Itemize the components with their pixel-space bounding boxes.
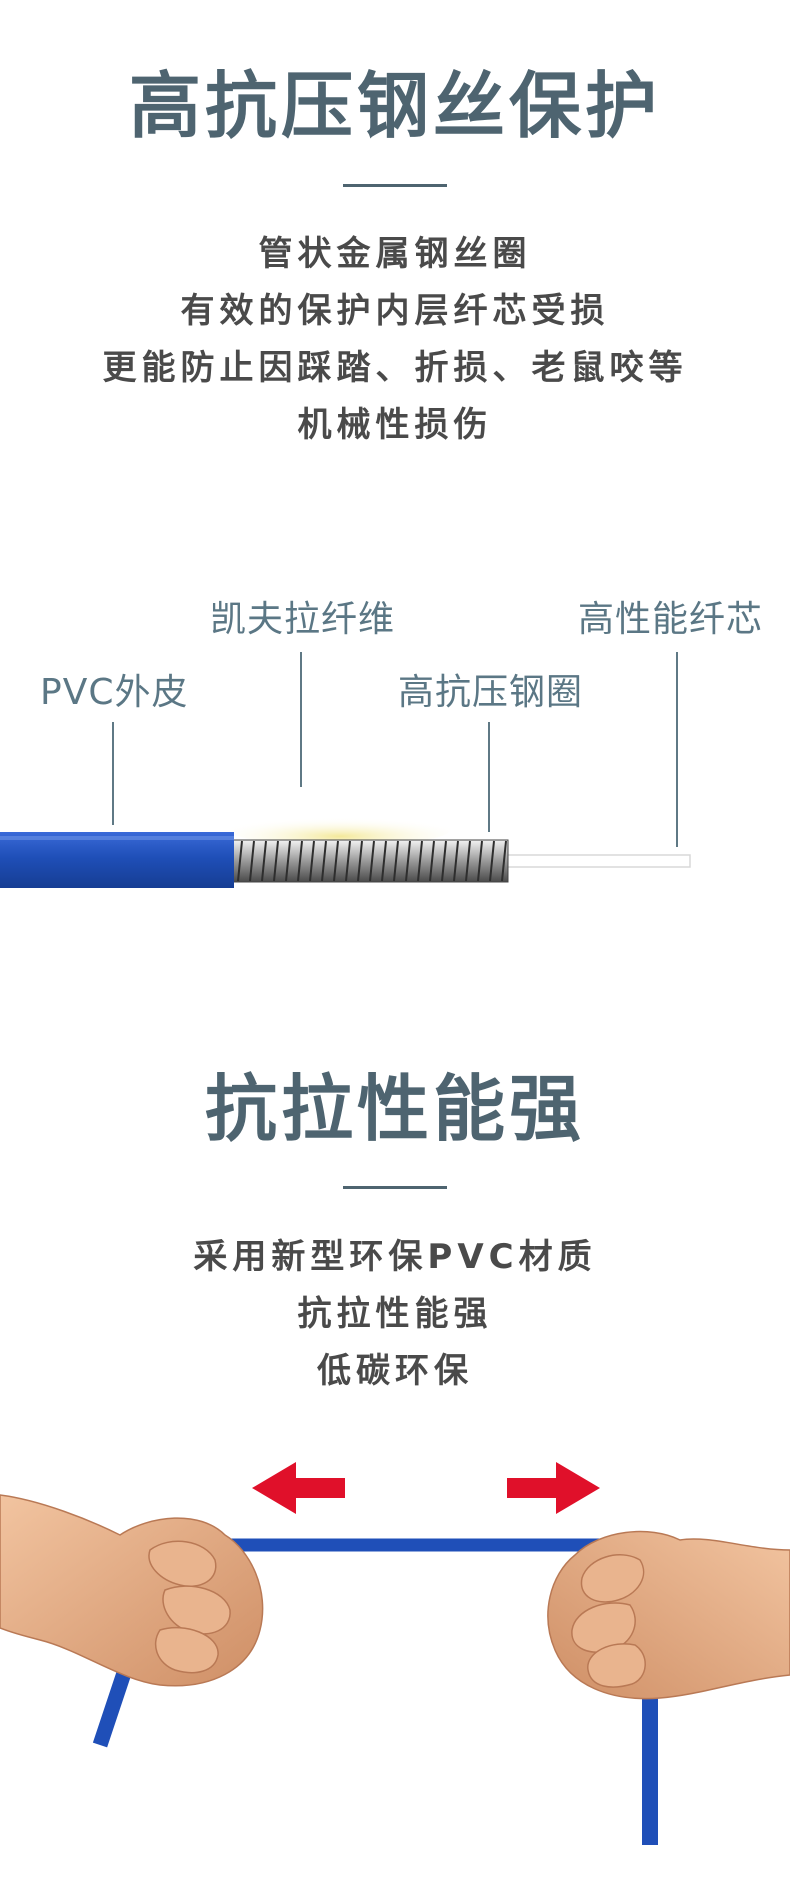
description-line: 采用新型环保PVC材质 xyxy=(193,1237,597,1277)
label-pvc-jacket: PVC外皮 xyxy=(40,672,189,713)
description-line: 更能防止因踩踏、折损、老鼠咬等 xyxy=(102,348,688,388)
section-title-steel-protection: 高抗压钢丝保护 xyxy=(128,64,661,148)
leader-line-steel xyxy=(488,722,490,832)
cable-structure-illustration xyxy=(0,814,691,888)
description-line: 有效的保护内层纤芯受损 xyxy=(180,291,610,331)
arrow-left-icon xyxy=(252,1462,345,1514)
section-title-tensile-strength: 抗拉性能强 xyxy=(204,1067,585,1151)
description-line: 抗拉性能强 xyxy=(297,1294,493,1334)
left-hand xyxy=(0,1494,264,1687)
arrow-right-icon xyxy=(507,1462,600,1514)
leader-line-kevlar xyxy=(300,652,302,787)
section-description: 管状金属钢丝圈 有效的保护内层纤芯受损 更能防止因踩踏、折损、老鼠咬等 机械性损… xyxy=(0,226,790,454)
steel-spiral-coils xyxy=(237,840,507,882)
pvc-jacket xyxy=(0,832,234,888)
title-divider xyxy=(343,1186,447,1189)
label-steel-ring: 高抗压钢圈 xyxy=(398,672,584,713)
label-core-fiber: 高性能纤芯 xyxy=(578,599,764,640)
fiber-core xyxy=(499,854,691,868)
description-line: 管状金属钢丝圈 xyxy=(258,234,532,274)
right-hand xyxy=(547,1530,790,1700)
description-line: 低碳环保 xyxy=(317,1351,473,1391)
label-kevlar-fiber: 凯夫拉纤维 xyxy=(210,599,396,640)
kevlar-fiber-layer xyxy=(230,814,450,846)
title-divider xyxy=(343,184,447,187)
section-description: 采用新型环保PVC材质 抗拉性能强 低碳环保 xyxy=(0,1229,790,1400)
leader-line-core xyxy=(676,652,678,847)
tensile-test-illustration xyxy=(0,1462,790,1845)
leader-line-pvc xyxy=(112,722,114,825)
description-line: 机械性损伤 xyxy=(297,405,493,445)
